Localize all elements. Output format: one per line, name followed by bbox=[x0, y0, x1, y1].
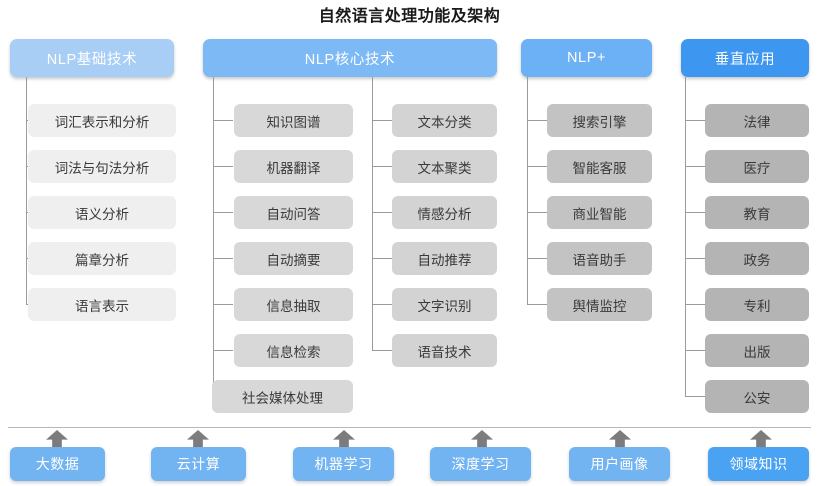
tree-trunk-vertical-app bbox=[685, 77, 686, 396]
node-item[interactable]: 自动推荐 bbox=[392, 242, 497, 275]
tree-stub bbox=[685, 166, 705, 167]
tree-stub bbox=[213, 350, 233, 351]
tree-stub bbox=[527, 304, 547, 305]
column-header-nlp-basic[interactable]: NLP基础技术 bbox=[10, 39, 174, 77]
node-item[interactable]: 商业智能 bbox=[547, 196, 652, 229]
node-item[interactable]: 知识图谱 bbox=[234, 104, 353, 137]
foundation-item[interactable]: 用户画像 bbox=[569, 447, 670, 481]
tree-stub bbox=[213, 166, 233, 167]
node-item[interactable]: 情感分析 bbox=[392, 196, 497, 229]
tree-stub bbox=[372, 212, 392, 213]
foundation-item[interactable]: 大数据 bbox=[10, 447, 105, 481]
tree-stub bbox=[527, 258, 547, 259]
foundation-item[interactable]: 深度学习 bbox=[430, 447, 531, 481]
tree-stub bbox=[372, 120, 392, 121]
node-item[interactable]: 政务 bbox=[705, 242, 809, 275]
tree-stub bbox=[372, 350, 392, 351]
node-item[interactable]: 语义分析 bbox=[28, 196, 176, 229]
tree-trunk-nlp-basic bbox=[26, 77, 27, 304]
tree-stub bbox=[372, 258, 392, 259]
node-item[interactable]: 语音技术 bbox=[392, 334, 497, 367]
node-item[interactable]: 公安 bbox=[705, 380, 809, 413]
node-item[interactable]: 文字识别 bbox=[392, 288, 497, 321]
tree-stub bbox=[685, 396, 705, 397]
node-item[interactable]: 自动问答 bbox=[234, 196, 353, 229]
node-item[interactable]: 机器翻译 bbox=[234, 150, 353, 183]
column-header-nlp-plus[interactable]: NLP+ bbox=[521, 39, 652, 77]
tree-stub bbox=[213, 120, 233, 121]
base-divider bbox=[8, 427, 811, 428]
node-item[interactable]: 法律 bbox=[705, 104, 809, 137]
node-item[interactable]: 出版 bbox=[705, 334, 809, 367]
column-header-vertical-app[interactable]: 垂直应用 bbox=[681, 39, 809, 77]
foundation-item[interactable]: 机器学习 bbox=[293, 447, 394, 481]
tree-stub bbox=[372, 304, 392, 305]
node-item[interactable]: 词法与句法分析 bbox=[28, 150, 176, 183]
tree-stub bbox=[685, 120, 705, 121]
node-item[interactable]: 文本聚类 bbox=[392, 150, 497, 183]
watermark-text bbox=[600, 474, 815, 486]
tree-stub bbox=[213, 304, 233, 305]
tree-trunk-nlp-core-a bbox=[213, 77, 214, 396]
foundation-item[interactable]: 云计算 bbox=[151, 447, 246, 481]
node-item[interactable]: 信息抽取 bbox=[234, 288, 353, 321]
node-item[interactable]: 信息检索 bbox=[234, 334, 353, 367]
tree-stub bbox=[685, 304, 705, 305]
tree-stub bbox=[685, 212, 705, 213]
node-item[interactable]: 教育 bbox=[705, 196, 809, 229]
tree-stub bbox=[213, 212, 233, 213]
node-item[interactable]: 文本分类 bbox=[392, 104, 497, 137]
tree-trunk-nlp-core-b bbox=[372, 77, 373, 350]
page-title: 自然语言处理功能及架构 bbox=[318, 8, 501, 25]
tree-stub bbox=[685, 350, 705, 351]
node-item[interactable]: 语言表示 bbox=[28, 288, 176, 321]
node-item[interactable]: 智能客服 bbox=[547, 150, 652, 183]
node-item[interactable]: 语音助手 bbox=[547, 242, 652, 275]
tree-trunk-nlp-plus bbox=[527, 77, 528, 304]
tree-stub bbox=[685, 258, 705, 259]
tree-stub bbox=[527, 120, 547, 121]
foundation-item[interactable]: 领域知识 bbox=[708, 447, 809, 481]
tree-stub bbox=[372, 166, 392, 167]
tree-stub bbox=[213, 258, 233, 259]
node-item[interactable]: 搜索引擎 bbox=[547, 104, 652, 137]
node-item[interactable]: 舆情监控 bbox=[547, 288, 652, 321]
node-item[interactable]: 自动摘要 bbox=[234, 242, 353, 275]
node-item[interactable]: 专利 bbox=[705, 288, 809, 321]
tree-stub bbox=[527, 212, 547, 213]
node-item[interactable]: 词汇表示和分析 bbox=[28, 104, 176, 137]
node-item[interactable]: 篇章分析 bbox=[28, 242, 176, 275]
column-header-nlp-core[interactable]: NLP核心技术 bbox=[203, 39, 497, 77]
node-item[interactable]: 医疗 bbox=[705, 150, 809, 183]
node-item[interactable]: 社会媒体处理 bbox=[212, 380, 353, 413]
tree-stub bbox=[527, 166, 547, 167]
